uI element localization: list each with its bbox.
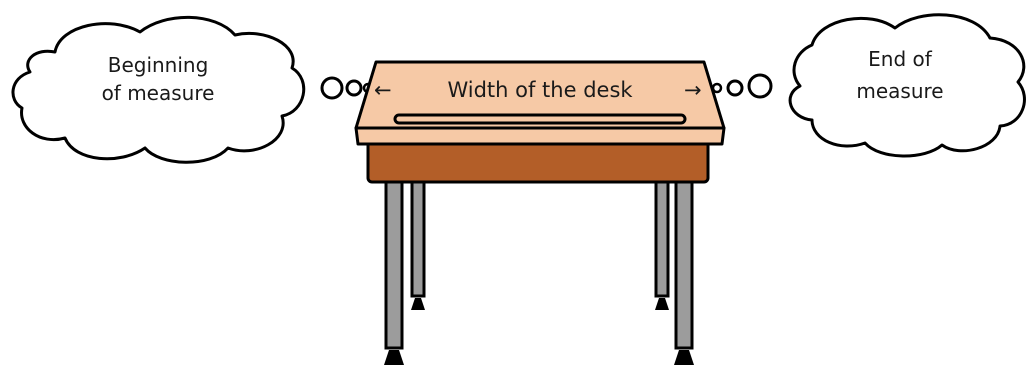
desk-width-label: Width of the desk bbox=[447, 78, 633, 102]
desk-back-right-leg bbox=[655, 178, 669, 310]
desk-front-left-leg bbox=[384, 178, 404, 365]
left-thought-bubble-large bbox=[322, 78, 342, 98]
left-measure-arrow: ← bbox=[374, 78, 392, 102]
right-thought-bubble-large bbox=[749, 75, 771, 97]
right-thought-bubble-medium bbox=[728, 81, 742, 95]
left-thought-cloud: Beginning of measure bbox=[13, 17, 304, 162]
right-measure-arrow: → bbox=[684, 78, 702, 102]
left-thought-bubble-medium bbox=[347, 81, 361, 95]
left-cloud-line2: of measure bbox=[102, 81, 215, 105]
desk: ← Width of the desk → bbox=[356, 62, 724, 365]
desk-front-right-leg bbox=[674, 178, 694, 365]
right-cloud-line1: End of bbox=[868, 47, 933, 71]
pencil-groove bbox=[395, 115, 685, 123]
left-cloud-line1: Beginning bbox=[108, 53, 209, 77]
right-thought-cloud: End of measure bbox=[790, 15, 1024, 156]
desktop-front-edge bbox=[356, 128, 724, 144]
right-cloud-line2: measure bbox=[856, 79, 943, 103]
desk-back-left-leg bbox=[411, 178, 425, 310]
